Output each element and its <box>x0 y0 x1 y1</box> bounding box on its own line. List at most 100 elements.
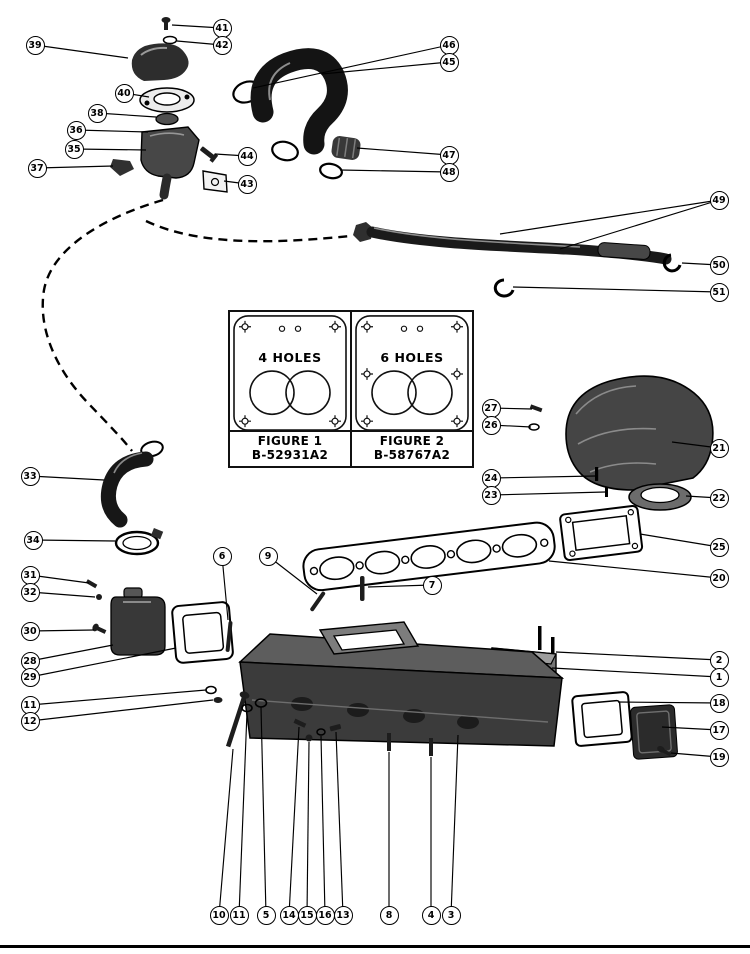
callout-5: 5 <box>256 905 276 925</box>
stud-6 <box>225 621 233 652</box>
figure-number-label: FIGURE 1 <box>257 434 323 448</box>
stud-8 <box>387 733 391 751</box>
screw-27 <box>529 404 543 413</box>
page-footer-rule <box>0 945 750 948</box>
hose-clamp-50 <box>662 253 682 273</box>
callout-49: 49 <box>709 190 729 210</box>
thermostat-housing-group <box>110 17 228 200</box>
callout-15: 15 <box>297 905 317 925</box>
callout-45: 45 <box>439 52 459 72</box>
housing-body-35 <box>140 126 200 179</box>
thermostat-38 <box>155 112 179 126</box>
callout-36: 36 <box>66 120 86 140</box>
gasket-bore <box>371 370 417 416</box>
end-plate-group <box>571 691 678 760</box>
hose-clamp-48 <box>319 162 343 180</box>
callout-12: 12 <box>20 711 40 731</box>
callout-46: 46 <box>439 35 459 55</box>
washer-42 <box>162 35 178 45</box>
callout-24: 24 <box>481 468 501 488</box>
callout-34: 34 <box>23 530 43 550</box>
hose-fitting <box>353 222 373 242</box>
carb-gasket-4-hole-drawing <box>233 315 347 431</box>
callout-42: 42 <box>212 35 232 55</box>
callout-25: 25 <box>709 537 729 557</box>
callout-47: 47 <box>439 145 459 165</box>
callout-29: 29 <box>20 667 40 687</box>
exhaust-hose-elbow-group <box>232 48 361 180</box>
manifold-hardware-group <box>205 576 433 756</box>
callout-10: 10 <box>209 905 229 925</box>
bolt-44 <box>200 146 219 163</box>
washer-16 <box>316 728 326 736</box>
callout-4: 4 <box>421 905 441 925</box>
screw-30 <box>92 623 107 634</box>
callout-31: 31 <box>20 565 40 585</box>
callout-37: 37 <box>27 158 47 178</box>
pin-7 <box>360 576 365 601</box>
callout-35: 35 <box>64 139 84 159</box>
callout-44: 44 <box>237 146 257 166</box>
callout-50: 50 <box>709 255 729 275</box>
screw-19 <box>657 745 672 757</box>
exhaust-manifold-group <box>238 621 565 747</box>
callout-7: 7 <box>422 575 442 595</box>
callout-18: 18 <box>709 693 729 713</box>
callout-43: 43 <box>237 174 257 194</box>
gasket-bore <box>407 370 453 416</box>
callout-38: 38 <box>87 103 107 123</box>
figure-box-4-holes: 4 HOLES FIGURE 1 B-52931A2 <box>228 310 352 468</box>
callout-6: 6 <box>212 546 232 566</box>
callout-2: 2 <box>709 650 729 670</box>
hose-clamp-51 <box>493 278 515 298</box>
bypass-hose-group <box>100 440 164 556</box>
callout-21: 21 <box>709 438 729 458</box>
pin-9 <box>310 591 326 612</box>
screw-31 <box>85 579 98 589</box>
figure-part-number: B-58767A2 <box>373 448 451 462</box>
callout-22: 22 <box>709 488 729 508</box>
callout-3: 3 <box>441 905 461 925</box>
callout-40: 40 <box>114 83 134 103</box>
callout-51: 51 <box>709 282 729 302</box>
figure-caption: FIGURE 1 B-52931A2 <box>230 430 350 466</box>
callout-33: 33 <box>20 466 40 486</box>
callout-17: 17 <box>709 720 729 740</box>
elbow-gasket-25 <box>559 504 644 562</box>
bypass-hose-33 <box>100 451 154 528</box>
callout-26: 26 <box>481 415 501 435</box>
end-gasket-18 <box>571 691 633 747</box>
gasket-bore <box>285 370 331 416</box>
stud-1 <box>551 637 555 661</box>
figure-number-label: FIGURE 2 <box>379 434 445 448</box>
fitting-32 <box>96 594 102 600</box>
callout-9: 9 <box>258 546 278 566</box>
cover-plate-17 <box>630 704 678 760</box>
callout-48: 48 <box>439 162 459 182</box>
end-cover-28 <box>110 596 166 656</box>
nut-12 <box>213 697 223 703</box>
bolt-hole-marks <box>239 320 341 428</box>
figure-caption: FIGURE 2 B-58767A2 <box>352 430 472 466</box>
callout-11: 11 <box>229 905 249 925</box>
plug-15 <box>305 734 313 742</box>
callout-19: 19 <box>709 747 729 767</box>
hose-clamp-34 <box>114 530 160 556</box>
holes-count-label: 6 HOLES <box>380 350 444 365</box>
callout-16: 16 <box>315 905 335 925</box>
carb-gasket-6-hole-drawing <box>355 315 469 431</box>
bolt-hole-marks <box>361 320 463 428</box>
callout-20: 20 <box>709 568 729 588</box>
water-hose-49-group <box>353 222 682 298</box>
callout-27: 27 <box>481 398 501 418</box>
elbow-hose-45 <box>250 48 348 155</box>
callout-1: 1 <box>709 667 729 687</box>
bolt-10 <box>225 691 250 748</box>
plate-43 <box>202 170 228 193</box>
callout-28: 28 <box>20 651 40 671</box>
holes-count-label: 4 HOLES <box>258 350 322 365</box>
callout-39: 39 <box>25 35 45 55</box>
